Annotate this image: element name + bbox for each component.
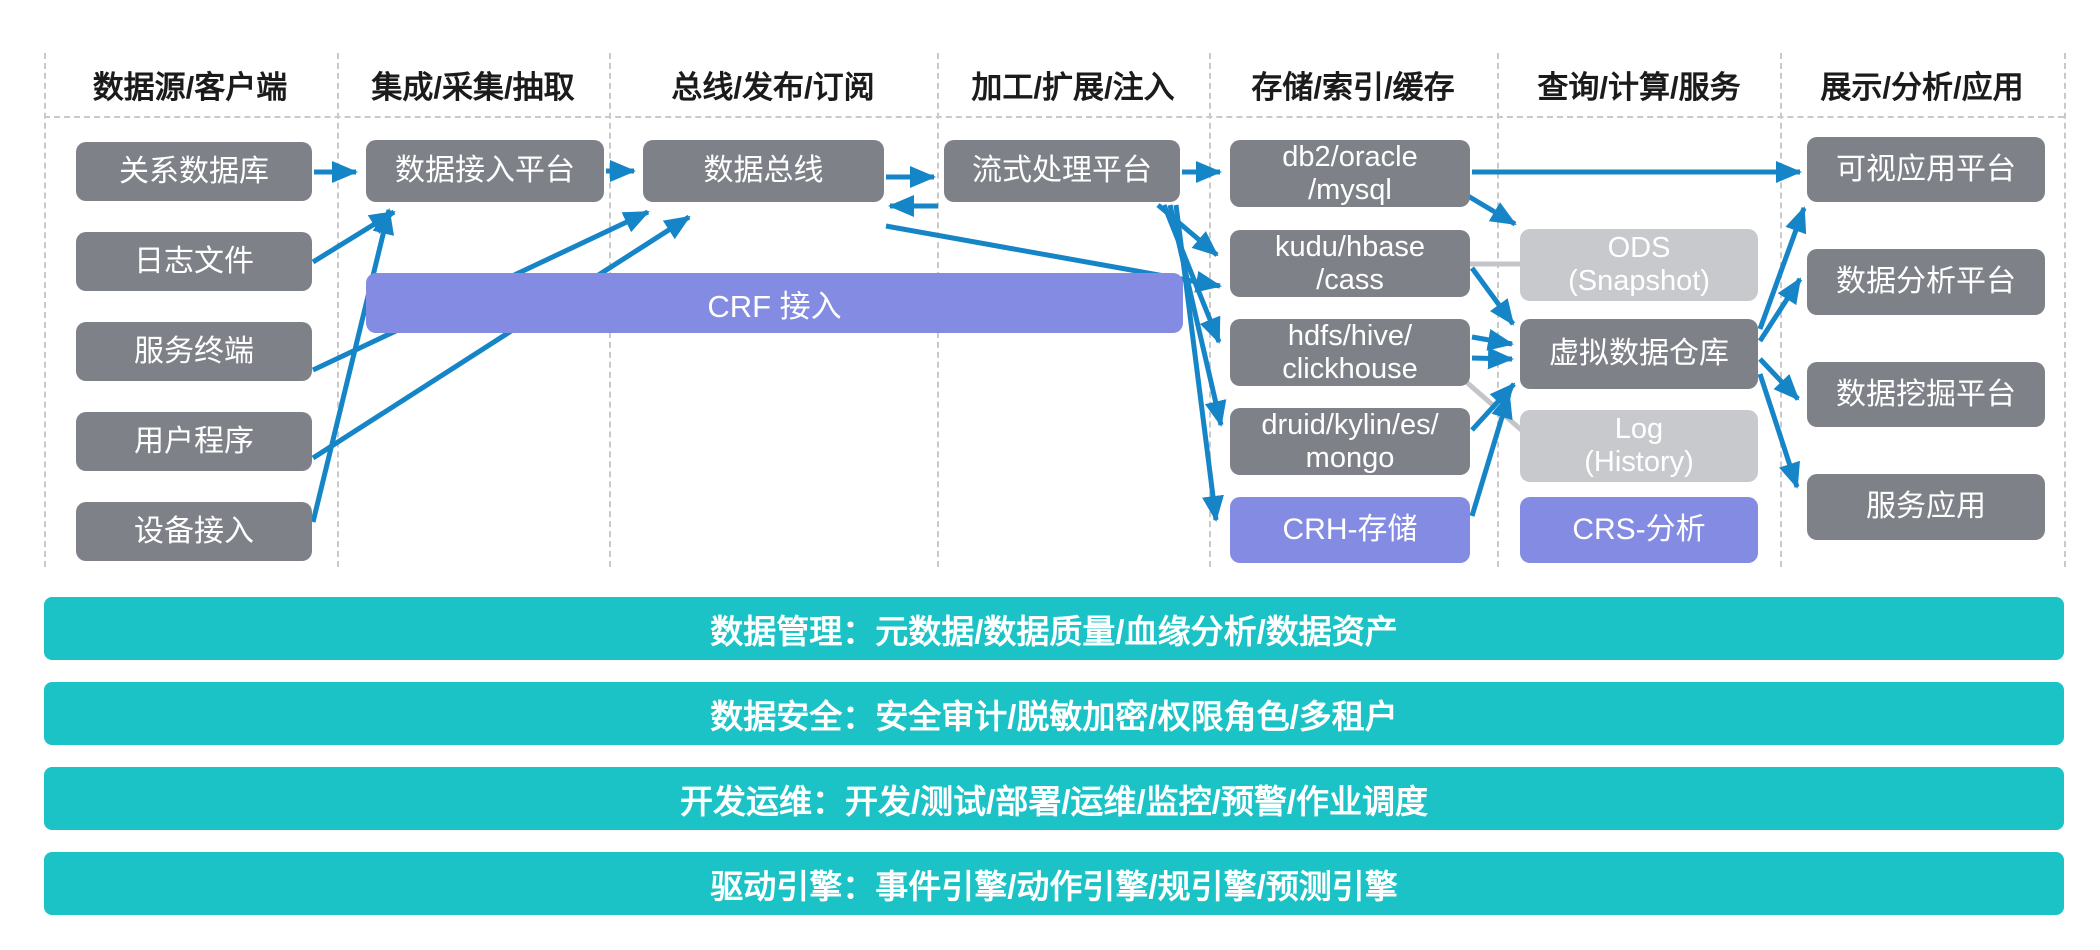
node-virtual-dw: 虚拟数据仓库 bbox=[1520, 319, 1758, 389]
arrow-hdfs-to-virtual-dw-upper bbox=[1471, 329, 1514, 351]
column-header-process: 加工/扩展/注入 bbox=[971, 70, 1175, 105]
node-relational-db: 关系数据库 bbox=[76, 142, 312, 201]
column-header-ingest: 集成/采集/抽取 bbox=[371, 70, 575, 105]
column-divider bbox=[44, 53, 46, 567]
arrow-virtual-dw-to-visual-app bbox=[1757, 206, 1807, 330]
column-header-display: 展示/分析/应用 bbox=[1820, 70, 2024, 105]
node-device-access: 设备接入 bbox=[76, 502, 312, 561]
column-divider bbox=[1209, 53, 1211, 567]
bottom-bar-devops: 开发运维：开发/测试/部署/运维/监控/预警/作业调度 bbox=[44, 767, 2064, 830]
bottom-bar-data-management: 数据管理：元数据/数据质量/血缘分析/数据资产 bbox=[44, 597, 2064, 660]
column-divider bbox=[337, 53, 339, 567]
column-header-source: 数据源/客户端 bbox=[92, 70, 288, 105]
arrow-crh-to-virtual-dw bbox=[1469, 392, 1513, 517]
bottom-bar-data-security: 数据安全：安全审计/脱敏加密/权限角色/多租户 bbox=[44, 682, 2064, 745]
arrow-virtual-dw-to-service-app bbox=[1757, 373, 1800, 489]
node-hdfs-hive-clickhouse: hdfs/hive/ clickhouse bbox=[1230, 319, 1470, 386]
node-kudu-hbase-cass: kudu/hbase /cass bbox=[1230, 230, 1470, 297]
arrow-stream-to-crh bbox=[1173, 204, 1224, 522]
node-data-analysis-platform: 数据分析平台 bbox=[1807, 249, 2045, 315]
bottom-bar-drive-engine: 驱动引擎：事件引擎/动作引擎/规引擎/预测引擎 bbox=[44, 852, 2064, 915]
arrow-kudu-to-virtual-dw bbox=[1469, 266, 1516, 326]
column-header-storage: 存储/索引/缓存 bbox=[1251, 70, 1455, 105]
node-crf-access-bar: CRF 接入 bbox=[366, 273, 1183, 333]
node-data-bus: 数据总线 bbox=[643, 140, 884, 202]
node-druid-kylin-es-mongo: druid/kylin/es/ mongo bbox=[1230, 408, 1470, 475]
node-service-terminal: 服务终端 bbox=[76, 322, 312, 381]
node-user-program: 用户程序 bbox=[76, 412, 312, 471]
arrow-user-program-to-data-bus bbox=[311, 214, 691, 461]
arrow-virtual-dw-to-analysis bbox=[1757, 277, 1803, 343]
node-data-mining-platform: 数据挖掘平台 bbox=[1807, 362, 2045, 427]
node-stream-processing: 流式处理平台 bbox=[944, 140, 1180, 202]
arrow-hdfs-to-virtual-dw-lower bbox=[1471, 347, 1514, 370]
header-divider bbox=[44, 116, 2064, 118]
node-service-app: 服务应用 bbox=[1807, 474, 2045, 540]
arrow-device-access-to-access-platform bbox=[310, 208, 395, 523]
arrow-virtual-dw-to-mining bbox=[1758, 357, 1800, 401]
node-crh-storage: CRH-存储 bbox=[1230, 497, 1470, 563]
column-divider bbox=[2064, 53, 2066, 567]
column-header-query: 查询/计算/服务 bbox=[1537, 70, 1741, 105]
node-ods-snapshot: ODS (Snapshot) bbox=[1520, 229, 1758, 301]
node-crs-analysis: CRS-分析 bbox=[1520, 497, 1758, 563]
node-db2-oracle-mysql: db2/oracle /mysql bbox=[1230, 140, 1470, 207]
node-log-files: 日志文件 bbox=[76, 232, 312, 291]
column-header-bus: 总线/发布/订阅 bbox=[671, 70, 875, 105]
node-log-history: Log (History) bbox=[1520, 410, 1758, 482]
arrow-db2-to-ods bbox=[1466, 193, 1517, 227]
node-data-access-platform: 数据接入平台 bbox=[366, 140, 604, 202]
node-visual-app-platform: 可视应用平台 bbox=[1807, 137, 2045, 202]
